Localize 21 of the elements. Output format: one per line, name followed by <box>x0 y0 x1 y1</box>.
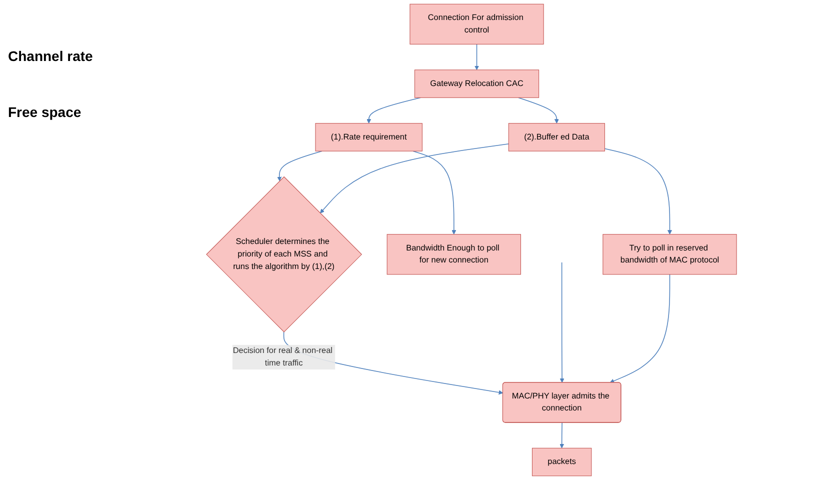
arrow <box>560 262 564 383</box>
arrow <box>366 97 422 124</box>
node-box: Bandwidth Enough to poll for new connection <box>386 234 521 275</box>
node-box: Gateway Relocation CAC <box>414 70 540 98</box>
node-diamond: Scheduler determines the priority of each MSS and runs the algorithm by (1),(2) <box>206 176 362 332</box>
edge-label: Decision for real & non-real time traffic <box>232 346 332 368</box>
node-box: (2).Buffer ed Data <box>508 123 605 152</box>
arrow <box>320 143 510 214</box>
arrow <box>518 97 559 124</box>
arrow <box>610 274 670 384</box>
arrow <box>604 148 672 235</box>
arrow <box>277 150 322 182</box>
node-box: (1).Rate requirement <box>315 123 422 152</box>
arrow <box>474 44 480 70</box>
node-box: packets <box>532 448 592 476</box>
node-box: Connection For admission control <box>410 4 544 44</box>
arrow <box>560 422 564 448</box>
arrow <box>412 150 456 235</box>
note-text: Free space <box>8 104 82 120</box>
node-box: Try to poll in reserved bandwidth of MAC protocol <box>602 234 737 275</box>
note-text: Channel rate <box>8 48 94 64</box>
